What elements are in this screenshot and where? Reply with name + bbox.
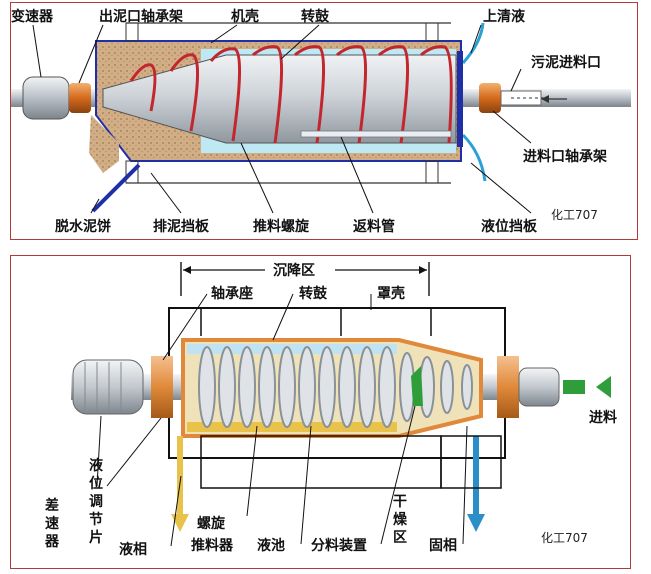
differential	[72, 359, 144, 415]
feed-arrow	[596, 376, 611, 398]
bottom-diagram-panel: 沉降区	[10, 255, 631, 569]
label-dry-zone: 干 燥 区	[393, 494, 408, 546]
label-casing: 机壳	[231, 8, 259, 25]
discharge-baffle-line	[91, 163, 141, 213]
left-bearing	[69, 83, 91, 113]
label-distributor: 分料装置	[311, 537, 367, 554]
return-pipe	[300, 130, 452, 138]
label-screw-pusher: 螺旋 推料器	[191, 515, 234, 554]
watermark-top: 化工707	[551, 208, 598, 222]
label-sludge-inlet: 污泥进料口	[531, 54, 601, 71]
label-dewatered-cake: 脱水泥饼	[55, 218, 111, 235]
label-feed: 进料	[589, 409, 617, 426]
label-level-baffle: 液位挡板	[481, 218, 538, 235]
label-solid-phase: 固相	[429, 537, 457, 554]
label-bearing-seat: 轴承座	[211, 285, 253, 302]
label-bowl-bottom: 转鼓	[299, 285, 328, 302]
svg-text:液: 液	[89, 457, 104, 474]
label-screw-conveyor: 推料螺旋	[253, 218, 310, 235]
svg-text:调: 调	[89, 494, 103, 510]
label-pool: 液池	[257, 537, 285, 554]
label-liquid-phase: 液相	[119, 541, 147, 558]
svg-text:区: 区	[393, 530, 407, 546]
watermark-bottom: 化工707	[541, 531, 588, 545]
svg-text:差: 差	[45, 497, 59, 514]
label-cover: 罩壳	[377, 285, 405, 302]
svg-text:速: 速	[45, 515, 59, 532]
label-differential: 差 速 器	[44, 497, 60, 550]
label-level-adjuster: 液 位 调 节 片	[89, 457, 104, 546]
svg-text:燥: 燥	[393, 511, 408, 528]
right-bearing	[479, 83, 501, 113]
liquid-arrow	[171, 514, 189, 532]
svg-text:位: 位	[89, 475, 103, 492]
svg-text:节: 节	[89, 511, 103, 528]
bottom-centrifuge-svg: 沉降区	[44, 262, 617, 558]
label-sludge-outlet-bearing: 出泥口轴承架	[99, 8, 183, 25]
svg-text:推料器: 推料器	[191, 537, 234, 554]
label-return-pipe: 返料管	[353, 218, 395, 235]
top-diagram-panel: 变速器 出泥口轴承架 机壳 转鼓 上清液 污泥进料口 进料口轴承架 脱水泥饼 排…	[10, 2, 638, 240]
label-inlet-bearing: 进料口轴承架	[523, 148, 607, 165]
distributor	[411, 366, 423, 406]
solid-arrow	[467, 514, 485, 532]
label-supernatant: 上清液	[483, 8, 526, 25]
label-settling-zone: 沉降区	[273, 262, 315, 279]
svg-text:器: 器	[44, 534, 60, 550]
svg-text:螺旋: 螺旋	[197, 515, 226, 532]
bearing-left	[151, 356, 173, 418]
svg-text:干: 干	[393, 494, 407, 510]
label-gearbox: 变速器	[11, 8, 54, 25]
screw-pusher	[198, 346, 473, 428]
top-centrifuge-svg: 变速器 出泥口轴承架 机壳 转鼓 上清液 污泥进料口 进料口轴承架 脱水泥饼 排…	[11, 8, 631, 235]
gearbox	[22, 76, 70, 120]
svg-text:片: 片	[89, 529, 103, 546]
bearing-right	[497, 356, 519, 418]
screw-flights	[129, 45, 453, 144]
label-discharge-baffle: 排泥挡板	[153, 218, 210, 235]
label-bowl: 转鼓	[301, 8, 330, 25]
